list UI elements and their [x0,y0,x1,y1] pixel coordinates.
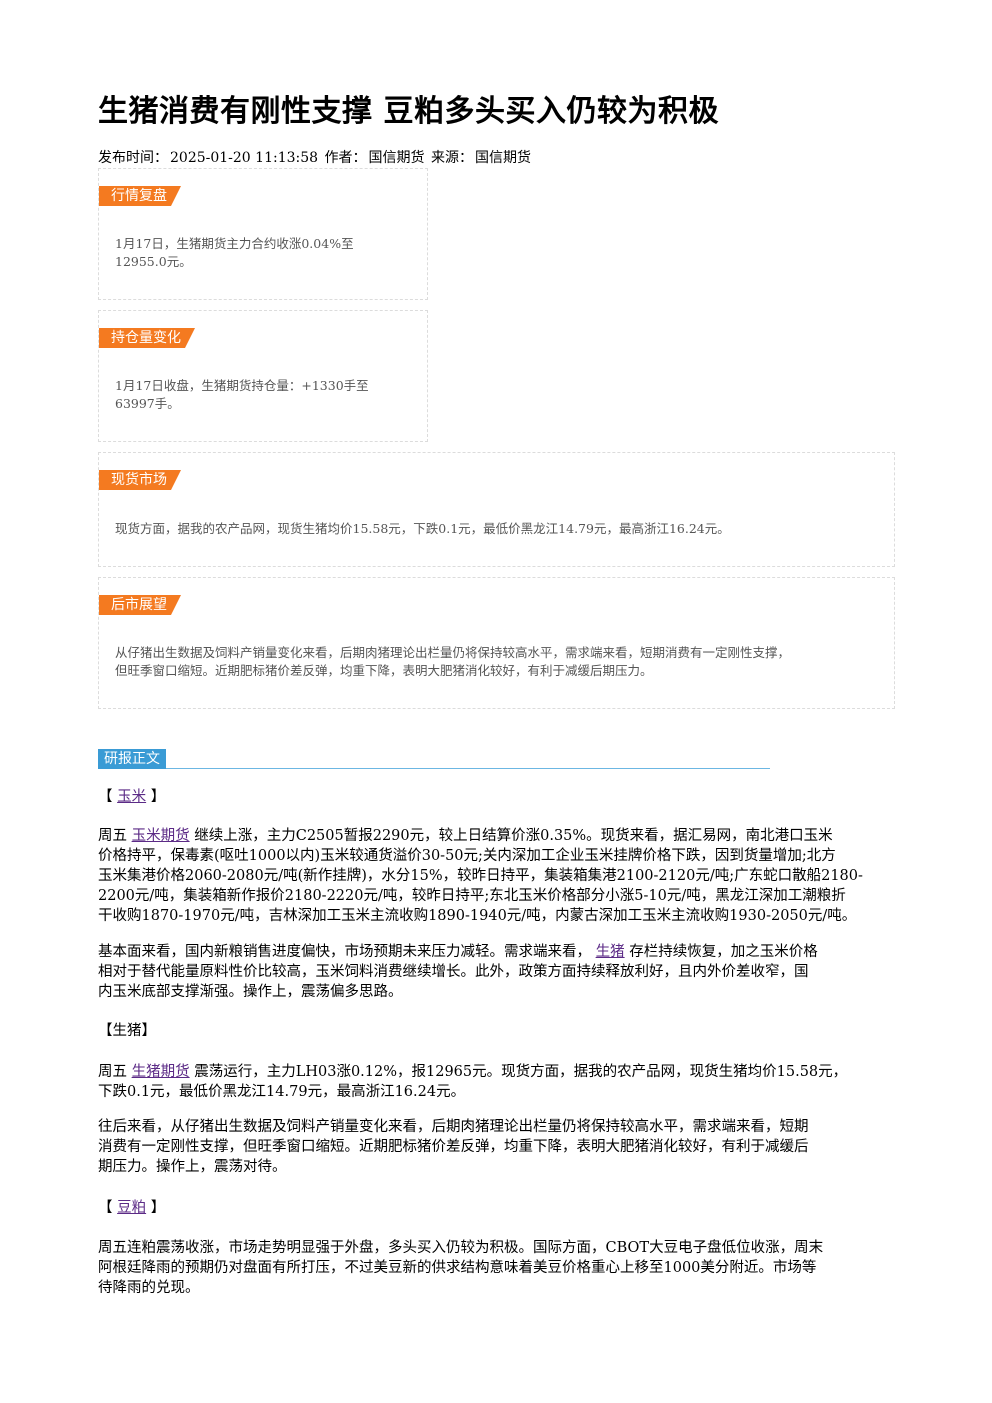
corn-p2-line: 存栏持续恢复，加之玉米价格 [629,944,818,960]
hog-paragraph-2: 往后来看，从仔猪出生数据及饲料产销量变化来看，后期肉猪理论出栏量仍将保持较高水平… [98,1117,894,1177]
hog-p2-line: 往后来看，从仔猪出生数据及饲料产销量变化来看，后期肉猪理论出栏量仍将保持较高水平… [98,1119,809,1135]
corn-p1-lead: 周五 [98,828,127,844]
corn-p2-line: 相对于替代能量原料性价比较高，玉米饲料消费继续增长。此外，政策方面持续释放利好，… [98,964,809,980]
corn-p1-line: 玉米集港价格2060-2080元/吨(新作挂牌)，水分15%，较昨日持平，集装箱… [98,868,863,884]
market-review-box: 行情复盘 1月17日，生猪期货主力合约收涨0.04%至 12955.0元。 [98,168,428,300]
position-change-tag: 持仓量变化 [99,328,195,348]
section-divider [98,768,770,769]
source-label: 来源： [430,150,473,166]
bracket-open: 【 [98,1200,113,1216]
market-review-tag: 行情复盘 [99,186,181,206]
outlook-box: 后市展望 从仔猪出生数据及饲料产销量变化来看，后期肉猪理论出栏量仍将保持较高水平… [98,577,895,709]
corn-p2-line: 内玉米底部支撑渐强。操作上，震荡偏多思路。 [98,984,403,1000]
outlook-tag: 后市展望 [99,595,181,615]
soymeal-paragraph-1: 周五连粕震荡收涨，市场走势明显强于外盘，多头买入仍较为积极。国际方面，CBOT大… [98,1238,894,1298]
hog-p1-line: 下跌0.1元，最低价黑龙江14.79元，最高浙江16.24元。 [98,1084,466,1100]
publish-time: 2025-01-20 11:13:58 [170,150,319,166]
corn-paragraph-1: 周五 玉米期货 继续上涨，主力C2505暂报2290元，较上日结算价涨0.35%… [98,826,894,926]
spot-market-tag: 现货市场 [99,470,181,490]
outlook-text: 从仔猪出生数据及饲料产销量变化来看，后期肉猪理论出栏量仍将保持较高水平，需求端来… [115,644,790,680]
spot-market-text: 现货方面，据我的农产品网，现货生猪均价15.58元，下跌0.1元，最低价黑龙江1… [115,521,730,536]
bracket-open: 【 [98,789,113,805]
corn-p2-line: 基本面来看，国内新粮销售进度偏快，市场预期未来压力减轻。需求端来看， [98,944,591,960]
corn-link[interactable]: 玉米 [117,789,147,805]
corn-p1-line: 继续上涨，主力C2505暂报2290元，较上日结算价涨0.35%。现货来看，据汇… [194,828,833,844]
hog-p1-lead: 周五 [98,1064,127,1080]
soymeal-p1-line: 待降雨的兑现。 [98,1280,200,1296]
corn-p1-line: 2200元/吨，集装箱新作报价2180-2220元/吨，较昨日持平;东北玉米价格… [98,888,846,904]
page-title: 生猪消费有刚性支撑 豆粕多头买入仍较为积极 [98,94,719,129]
source: 国信期货 [474,150,531,166]
corn-paragraph-2: 基本面来看，国内新粮销售进度偏快，市场预期未来压力减轻。需求端来看， 生猪 存栏… [98,942,894,1002]
outlook-line: 但旺季窗口缩短。近期肥标猪价差反弹，均重下降，表明大肥猪消化较好，有利于减缓后期… [115,663,653,678]
author-label: 作者： [324,150,367,166]
report-section-label: 研报正文 [98,749,166,769]
corn-heading: 【 玉米 】 [98,787,894,807]
position-change-line: 1月17日收盘，生猪期货持仓量：+1330手至 [115,378,369,393]
hog-heading: 【生猪】 [98,1023,156,1039]
article-meta: 发布时间：2025-01-20 11:13:58 作者：国信期货 来源：国信期货 [98,147,533,167]
soymeal-p1-line: 阿根廷降雨的预期仍对盘面有所打压，不过美豆新的供求结构意味着美豆价格重心上移至1… [98,1260,817,1276]
position-change-line: 63997手。 [115,396,180,411]
soymeal-link[interactable]: 豆粕 [117,1200,147,1216]
position-change-text: 1月17日收盘，生猪期货持仓量：+1330手至 63997手。 [115,377,369,413]
hog-p2-line: 消费有一定刚性支撑，但旺季窗口缩短。近期肥标猪价差反弹，均重下降，表明大肥猪消化… [98,1139,809,1155]
bracket-close: 】 [150,1200,166,1216]
market-review-line: 1月17日，生猪期货主力合约收涨0.04%至 [115,236,354,251]
corn-p1-line: 干收购1870-1970元/吨，吉林深加工玉米主流收购1890-1940元/吨，… [98,908,857,924]
market-review-text: 1月17日，生猪期货主力合约收涨0.04%至 12955.0元。 [115,235,354,271]
hog-p1-line: 震荡运行，主力LH03涨0.12%，报12965元。现货方面，据我的农产品网，现… [194,1064,848,1080]
corn-futures-link[interactable]: 玉米期货 [131,828,190,844]
author: 国信期货 [368,150,425,166]
soymeal-heading: 【 豆粕 】 [98,1198,894,1218]
hog-p2-line: 期压力。操作上，震荡对待。 [98,1159,287,1175]
spot-market-box: 现货市场 现货方面，据我的农产品网，现货生猪均价15.58元，下跌0.1元，最低… [98,452,895,567]
corn-p1-line: 价格持平，保毒素(呕吐1000以内)玉米较通货溢价30-50元;关内深加工企业玉… [98,848,836,864]
soymeal-p1-line: 周五连粕震荡收涨，市场走势明显强于外盘，多头买入仍较为积极。国际方面，CBOT大… [98,1240,824,1256]
position-change-box: 持仓量变化 1月17日收盘，生猪期货持仓量：+1330手至 63997手。 [98,310,428,442]
outlook-line: 从仔猪出生数据及饲料产销量变化来看，后期肉猪理论出栏量仍将保持较高水平，需求端来… [115,645,791,660]
report-section-header: 研报正文 [98,749,770,769]
publish-label: 发布时间： [98,150,168,166]
market-review-line: 12955.0元。 [115,254,192,269]
hog-futures-link[interactable]: 生猪期货 [131,1064,190,1080]
hog-paragraph-1: 周五 生猪期货 震荡运行，主力LH03涨0.12%，报12965元。现货方面，据… [98,1062,894,1102]
bracket-close: 】 [150,789,166,805]
hog-link[interactable]: 生猪 [595,944,625,960]
